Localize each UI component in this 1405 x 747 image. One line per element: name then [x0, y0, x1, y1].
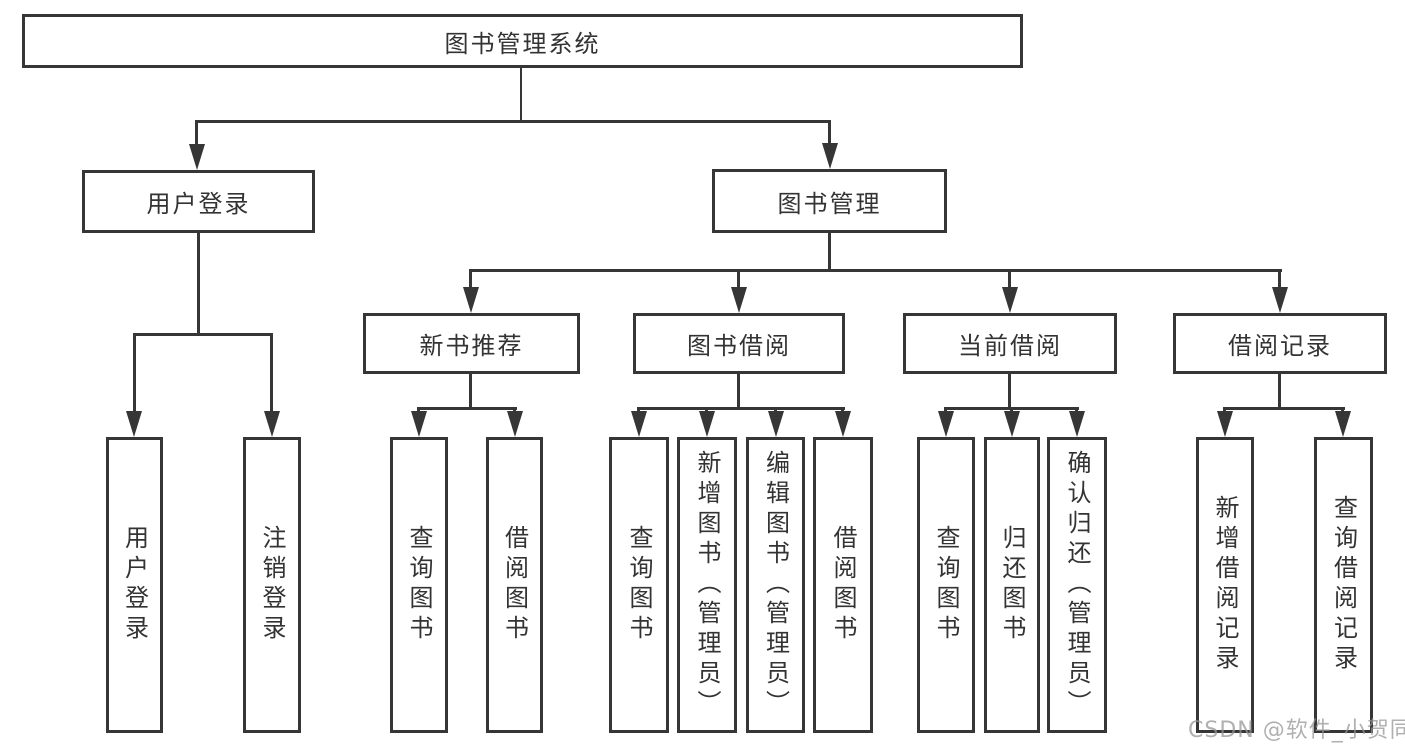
node-recommend-query-books: 查询图书 — [390, 437, 448, 733]
node-current-borrowing: 当前借阅 — [903, 313, 1117, 374]
node-label: 图书管理系统 — [444, 29, 601, 58]
connector-drop — [1278, 269, 1281, 289]
node-label: 图书借阅 — [687, 332, 791, 360]
connector-drop — [133, 333, 136, 415]
arrow-down-icon — [631, 411, 647, 437]
node-return-books: 归还图书 — [984, 437, 1040, 733]
connector-stem — [469, 374, 472, 410]
node-library-system: 图书管理系统 — [22, 14, 1023, 68]
node-label: 编辑图书（管理员） — [761, 450, 790, 720]
node-user-login: 用户登录 — [106, 437, 163, 733]
connector-stem — [520, 68, 522, 122]
node-edit-books-admin: 编辑图书（管理员） — [746, 437, 805, 733]
arrow-down-icon — [463, 287, 479, 313]
node-label: 借阅记录 — [1228, 332, 1332, 360]
node-user-login-group: 用户登录 — [82, 170, 315, 233]
arrow-down-icon — [1069, 411, 1085, 437]
arrow-down-icon — [189, 144, 205, 170]
arrow-down-icon — [768, 411, 784, 437]
node-add-borrow-record: 新增借阅记录 — [1196, 437, 1254, 733]
node-label: 借阅图书 — [829, 525, 857, 645]
node-book-borrowing: 图书借阅 — [633, 313, 845, 374]
connector-drop — [195, 120, 198, 147]
arrow-down-icon — [822, 143, 838, 169]
node-label: 查询图书 — [405, 525, 433, 645]
connector-splitter — [470, 269, 1282, 272]
node-current-query-books: 查询图书 — [917, 437, 975, 733]
csdn-watermark: CSDN @软件_小贺同学 — [1188, 718, 1405, 743]
arrow-down-icon — [1002, 287, 1018, 313]
node-label: 查询借阅记录 — [1329, 495, 1358, 675]
arrow-down-icon — [731, 287, 747, 313]
node-query-borrow-record: 查询借阅记录 — [1314, 437, 1373, 733]
connector-splitter — [196, 120, 831, 123]
node-recommend-borrow-books: 借阅图书 — [486, 437, 543, 733]
node-label: 注销登录 — [258, 525, 286, 645]
connector-splitter — [133, 333, 273, 336]
connector-drop — [469, 269, 472, 289]
node-new-book-recommend: 新书推荐 — [363, 313, 580, 374]
connector-drop — [270, 333, 273, 415]
connector-stem — [828, 233, 831, 272]
node-label: 新增借阅记录 — [1211, 495, 1239, 675]
node-borrowing-query-books: 查询图书 — [609, 437, 669, 733]
node-label: 查询图书 — [625, 525, 653, 645]
node-label: 图书管理 — [777, 189, 882, 218]
arrow-down-icon — [1335, 411, 1351, 437]
arrow-down-icon — [835, 411, 851, 437]
connector-splitter — [1224, 407, 1345, 410]
arrow-down-icon — [411, 411, 427, 437]
node-logout: 注销登录 — [243, 437, 301, 733]
node-confirm-return-admin: 确认归还（管理员） — [1047, 437, 1107, 733]
arrow-down-icon — [126, 411, 142, 437]
node-label: 查询图书 — [932, 525, 960, 645]
node-label: 用户登录 — [146, 190, 251, 218]
node-label: 借阅图书 — [500, 525, 529, 645]
node-label: 新书推荐 — [419, 332, 524, 360]
arrow-down-icon — [264, 411, 280, 437]
connector-splitter — [638, 407, 845, 410]
arrow-down-icon — [699, 411, 715, 437]
arrow-down-icon — [938, 411, 954, 437]
node-label: 确认归还（管理员） — [1063, 450, 1091, 720]
node-label: 用户登录 — [120, 525, 149, 645]
connector-drop — [828, 120, 831, 147]
connector-drop — [737, 269, 740, 289]
node-book-management: 图书管理 — [712, 169, 947, 233]
arrow-down-icon — [507, 411, 523, 437]
connector-splitter — [418, 407, 517, 410]
arrow-down-icon — [1004, 411, 1020, 437]
connector-stem — [1278, 374, 1281, 410]
arrow-down-icon — [1272, 287, 1288, 313]
connector-stem — [1008, 374, 1011, 410]
node-add-books-admin: 新增图书（管理员） — [677, 437, 737, 733]
node-borrowing-borrow-books: 借阅图书 — [813, 437, 873, 733]
arrow-down-icon — [1217, 411, 1233, 437]
node-borrowing-records: 借阅记录 — [1173, 313, 1387, 374]
connector-drop — [1008, 269, 1011, 289]
connector-stem — [737, 374, 740, 410]
connector-stem — [197, 233, 200, 336]
node-label: 新增图书（管理员） — [693, 450, 721, 720]
node-label: 当前借阅 — [958, 332, 1062, 360]
node-label: 归还图书 — [998, 525, 1026, 645]
